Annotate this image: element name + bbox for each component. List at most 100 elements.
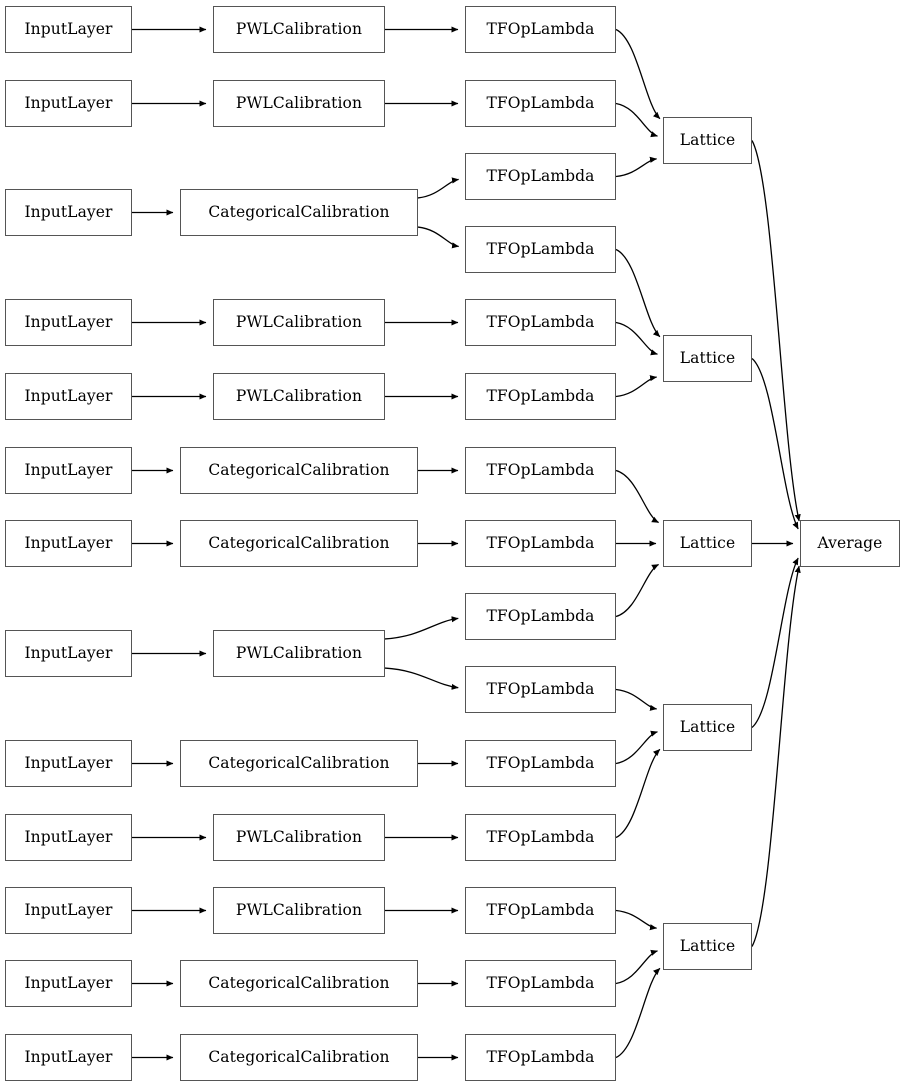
node-tf2[interactable]: TFOpLambda [465,80,616,127]
node-label: TFOpLambda [486,19,595,38]
node-label: TFOpLambda [486,1047,595,1066]
node-lat2[interactable]: Lattice [663,335,752,382]
node-avg[interactable]: Average [800,520,900,567]
node-in11[interactable]: InputLayer [5,887,132,934]
node-label: PWLCalibration [235,93,363,112]
node-label: PWLCalibration [235,386,363,405]
node-tf13[interactable]: TFOpLambda [465,887,616,934]
node-tf1[interactable]: TFOpLambda [465,6,616,53]
node-tf5[interactable]: TFOpLambda [465,299,616,346]
node-label: Lattice [679,936,736,955]
node-in7[interactable]: InputLayer [5,520,132,567]
node-cal12[interactable]: CategoricalCalibration [180,960,418,1007]
edge-cal3-to-tf3 [417,177,459,199]
node-in4[interactable]: InputLayer [5,299,132,346]
node-in2[interactable]: InputLayer [5,80,132,127]
node-label: CategoricalCalibration [208,753,390,772]
edge-tf3-to-lat1 [615,156,657,178]
node-in13[interactable]: InputLayer [5,1034,132,1081]
node-cal6[interactable]: CategoricalCalibration [180,447,418,494]
node-tf6[interactable]: TFOpLambda [465,373,616,420]
edges [132,26,801,1061]
node-cal3[interactable]: CategoricalCalibration [180,189,418,236]
node-label: TFOpLambda [486,93,595,112]
node-label: InputLayer [24,1047,113,1066]
edge-cal8-to-tf10 [384,667,459,690]
edge-tf15-to-lat5 [615,967,661,1059]
node-tf9[interactable]: TFOpLambda [465,593,616,640]
edge-tf1-to-lat1 [615,28,661,120]
node-label: CategoricalCalibration [208,973,390,992]
node-lat4[interactable]: Lattice [663,704,752,751]
node-tf15[interactable]: TFOpLambda [465,1034,616,1081]
node-label: Lattice [679,717,736,736]
node-cal11[interactable]: PWLCalibration [213,887,385,934]
node-cal1[interactable]: PWLCalibration [213,6,385,53]
node-in10[interactable]: InputLayer [5,814,132,861]
node-label: InputLayer [24,312,113,331]
node-label: PWLCalibration [235,900,363,919]
node-label: TFOpLambda [486,753,595,772]
edge-tf9-to-lat3 [615,563,659,618]
node-in6[interactable]: InputLayer [5,447,132,494]
node-tf7[interactable]: TFOpLambda [465,447,616,494]
node-label: InputLayer [24,643,113,662]
node-label: InputLayer [24,202,113,221]
node-in1[interactable]: InputLayer [5,6,132,53]
node-label: InputLayer [24,533,113,552]
node-cal8[interactable]: PWLCalibration [213,630,385,677]
node-tf8[interactable]: TFOpLambda [465,520,616,567]
node-in12[interactable]: InputLayer [5,960,132,1007]
node-label: Lattice [679,533,736,552]
node-lat5[interactable]: Lattice [663,923,752,970]
edge-tf7-to-lat3 [615,469,659,524]
node-label: TFOpLambda [486,900,595,919]
node-tf4[interactable]: TFOpLambda [465,226,616,273]
node-in5[interactable]: InputLayer [5,373,132,420]
node-lat1[interactable]: Lattice [663,117,752,164]
node-in8[interactable]: InputLayer [5,630,132,677]
node-cal7[interactable]: CategoricalCalibration [180,520,418,567]
node-label: TFOpLambda [486,386,595,405]
node-cal4[interactable]: PWLCalibration [213,299,385,346]
node-cal2[interactable]: PWLCalibration [213,80,385,127]
node-in3[interactable]: InputLayer [5,189,132,236]
node-cal10[interactable]: PWLCalibration [213,814,385,861]
node-label: TFOpLambda [486,312,595,331]
node-label: TFOpLambda [486,827,595,846]
node-label: InputLayer [24,753,113,772]
node-cal5[interactable]: PWLCalibration [213,373,385,420]
node-lat3[interactable]: Lattice [663,520,752,567]
node-label: CategoricalCalibration [208,1047,390,1066]
edge-cal3-to-tf4 [417,226,460,249]
edge-tf4-to-lat2 [615,248,661,338]
node-tf14[interactable]: TFOpLambda [465,960,616,1007]
node-label: Lattice [679,130,736,149]
node-label: InputLayer [24,900,113,919]
node-label: InputLayer [24,973,113,992]
node-tf10[interactable]: TFOpLambda [465,666,616,713]
node-label: InputLayer [24,460,113,479]
node-label: TFOpLambda [486,679,595,698]
node-cal9[interactable]: CategoricalCalibration [180,740,418,787]
node-tf3[interactable]: TFOpLambda [465,153,616,200]
node-label: PWLCalibration [235,312,363,331]
node-label: TFOpLambda [486,973,595,992]
node-tf11[interactable]: TFOpLambda [465,740,616,787]
edge-cal8-to-tf9 [384,616,459,640]
edge-lat5-to-avg [751,565,801,947]
node-label: InputLayer [24,19,113,38]
node-label: TFOpLambda [486,239,595,258]
edge-tf5-to-lat2 [615,321,658,356]
node-in9[interactable]: InputLayer [5,740,132,787]
node-label: CategoricalCalibration [208,202,390,221]
node-label: TFOpLambda [486,460,595,479]
edge-lat4-to-avg [751,557,799,729]
node-label: InputLayer [24,93,113,112]
node-cal13[interactable]: CategoricalCalibration [180,1034,418,1081]
node-tf12[interactable]: TFOpLambda [465,814,616,861]
node-label: TFOpLambda [486,166,595,185]
node-label: PWLCalibration [235,827,363,846]
